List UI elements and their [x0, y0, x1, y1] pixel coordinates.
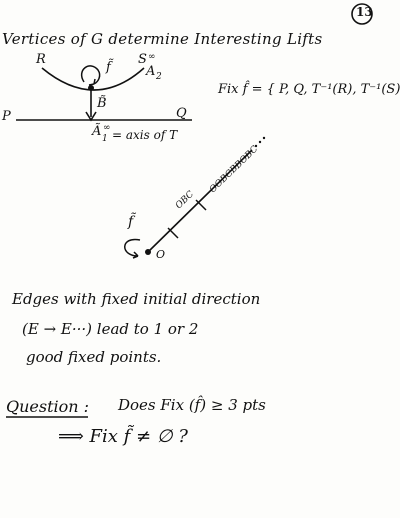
label-p: P: [2, 109, 11, 124]
loop-icon-2: [124, 238, 141, 257]
loop-icon: [80, 65, 101, 85]
label-a1-sup: ∞: [103, 123, 111, 133]
fix-formula: Fix f̂ = { P, Q, T⁻¹(R), T⁻¹(S) }: [218, 82, 400, 97]
label-q: Q: [176, 106, 187, 121]
question-label: Question :: [6, 397, 90, 416]
arc-r-to-s: [41, 67, 145, 91]
tick-mark-2: [195, 199, 207, 211]
page-heading: Vertices of G determine Interesting Lift…: [2, 30, 323, 48]
label-f-tilde-2: f̃: [128, 214, 134, 230]
question-line-1: Does Fix (f̂) ≥ 3 pts: [118, 396, 266, 414]
label-a1-sub: 1: [102, 134, 108, 144]
page-number: 13: [356, 5, 373, 19]
label-b-tilde: B̃: [97, 96, 107, 111]
label-r: R: [36, 52, 46, 67]
tick-mark-1: [167, 227, 179, 239]
label-s-sup: ∞: [148, 52, 156, 62]
label-a2: A: [146, 64, 156, 79]
paragraph-line-3: good fixed points.: [26, 348, 162, 366]
label-a2-sub: 2: [156, 72, 162, 82]
paragraph-line-1: Edges with fixed initial direction: [12, 290, 261, 308]
axis-note: = axis of T: [112, 128, 178, 142]
page-number-circle: [351, 3, 373, 25]
paragraph-line-2: (E → E···) lead to 1 or 2: [22, 320, 199, 338]
label-f-tilde: f̃: [106, 60, 111, 75]
label-s: S: [138, 52, 147, 67]
loop-arrowhead: [88, 78, 96, 86]
label-o: O: [156, 248, 166, 261]
origin-dot: [145, 249, 151, 255]
label-a1: Ã: [92, 124, 102, 139]
question-line-2: ⟹ Fix f̃ ≠ ∅ ?: [58, 426, 188, 447]
diagonal-line: [147, 149, 253, 253]
